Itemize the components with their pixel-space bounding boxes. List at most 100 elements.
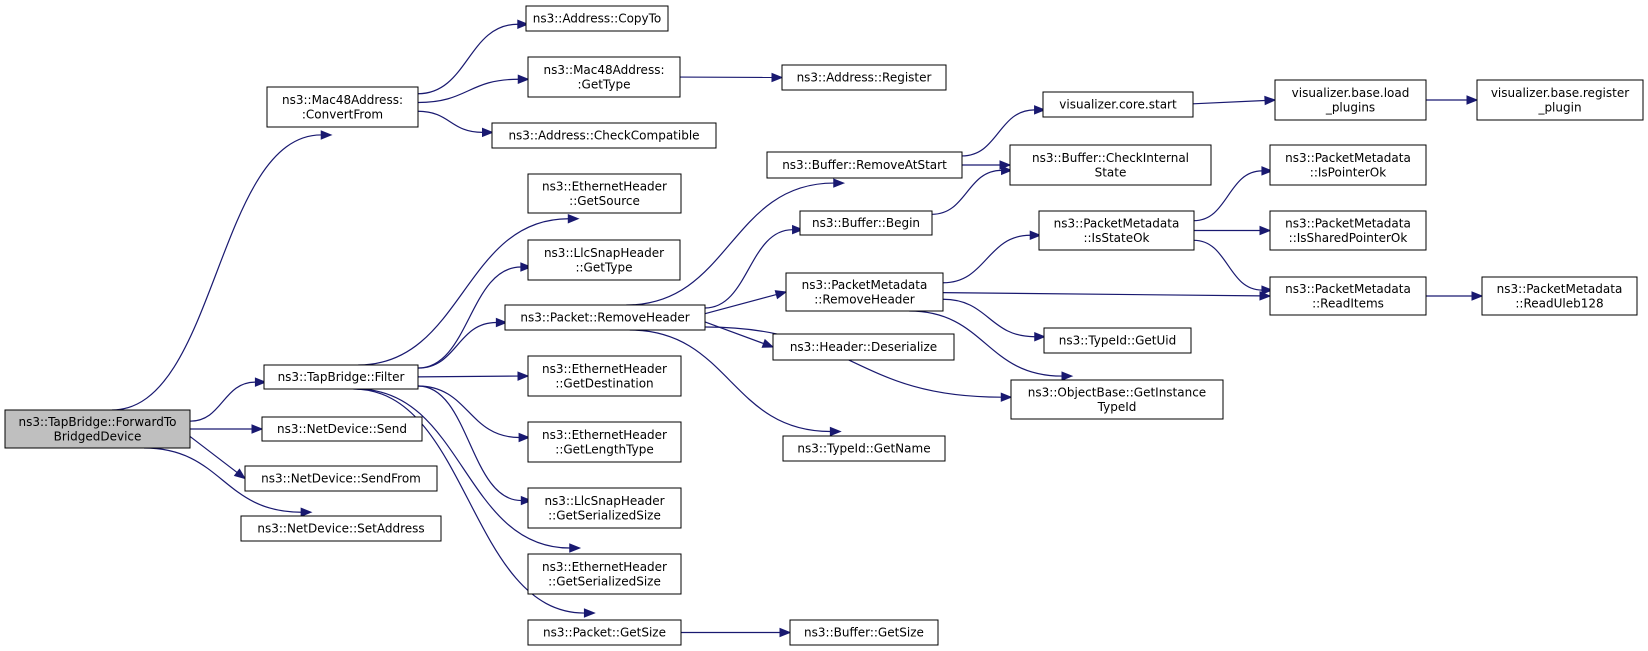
node-ethgetser[interactable]: ns3::EthernetHeader::GetSerializedSize (527, 553, 682, 595)
node-ethgetlentype[interactable]: ns3::EthernetHeader::GetLengthType (527, 421, 682, 463)
node-box[interactable] (527, 619, 682, 646)
node-pktremoveheader[interactable]: ns3::Packet::RemoveHeader (504, 304, 706, 331)
node-pmremoveheader[interactable]: ns3::PacketMetadata::RemoveHeader (785, 272, 944, 312)
node-box[interactable] (1042, 91, 1194, 118)
node-box[interactable] (789, 619, 939, 646)
node-label: ::ReadUleb128 (1515, 296, 1603, 310)
edge-pktremoveheader-to-objgetinstance (704, 326, 1002, 398)
node-pmispointerok[interactable]: ns3::PacketMetadata::IsPointerOk (1269, 144, 1427, 186)
node-label: ::IsSharedPointerOk (1289, 231, 1408, 245)
edge-pktremoveheader-to-bufbegin (704, 229, 793, 309)
edge-pktremoveheader-to-bufremoveatstart (626, 182, 834, 306)
node-box[interactable] (1269, 276, 1427, 316)
node-bufbegin[interactable]: ns3::Buffer::Begin (799, 210, 933, 236)
node-box[interactable] (1043, 327, 1192, 354)
node-bufremoveatstart[interactable]: ns3::Buffer::RemoveAtStart (766, 151, 963, 179)
arrowhead-icon (251, 424, 264, 434)
edge-mac48convert-to-mac48gettype (417, 78, 519, 104)
edge-pmremoveheader-to-pmisstateok (942, 234, 1031, 284)
node-addrcopyto[interactable]: ns3::Address::CopyTo (525, 5, 669, 32)
node-addrcheck[interactable]: ns3::Address::CheckCompatible (491, 122, 717, 149)
node-visbaseload[interactable]: visualizer.base.load_plugins (1274, 79, 1427, 121)
node-pktgetsize[interactable]: ns3::Packet::GetSize (527, 619, 682, 646)
edge-filter-to-ethgetser (357, 388, 570, 549)
node-ethgetdest[interactable]: ns3::EthernetHeader::GetDestination (527, 355, 682, 397)
node-box[interactable] (504, 304, 706, 331)
node-box[interactable] (1476, 79, 1644, 121)
node-box[interactable] (527, 421, 682, 463)
node-typeidgetuid[interactable]: ns3::TypeId::GetUid (1043, 327, 1192, 354)
node-label: ns3::Packet::RemoveHeader (520, 311, 689, 325)
node-label: ns3::Buffer::Begin (812, 216, 920, 230)
node-box[interactable] (1481, 276, 1638, 316)
node-box[interactable] (1009, 144, 1212, 186)
node-pmreaditems[interactable]: ns3::PacketMetadata::ReadItems (1269, 276, 1427, 316)
node-box[interactable] (4, 409, 191, 449)
node-send[interactable]: ns3::NetDevice::Send (261, 416, 423, 442)
node-label: ns3::NetDevice::SetAddress (257, 522, 424, 536)
node-setaddress[interactable]: ns3::NetDevice::SetAddress (240, 515, 442, 542)
node-bufgetsize[interactable]: ns3::Buffer::GetSize (789, 619, 939, 646)
edge-bufremoveatstart-to-viscorestart (961, 109, 1035, 157)
node-label: ::IsPointerOk (1310, 165, 1386, 179)
node-typeidgetname[interactable]: ns3::TypeId::GetName (782, 435, 946, 462)
node-label: ns3::Header::Deserialize (790, 340, 937, 354)
node-box[interactable] (1010, 379, 1224, 420)
node-label: ns3::NetDevice::Send (277, 422, 407, 436)
node-box[interactable] (1274, 79, 1427, 121)
node-pmisstateok[interactable]: ns3::PacketMetadata::IsStateOk (1038, 210, 1195, 251)
node-llcgetser[interactable]: ns3::LlcSnapHeader::GetSerializedSize (527, 487, 682, 529)
node-box[interactable] (527, 173, 682, 214)
node-box[interactable] (491, 122, 717, 149)
node-visbaseregister[interactable]: visualizer.base.register_plugin (1476, 79, 1644, 121)
arrowhead-icon (771, 72, 784, 83)
node-filter[interactable]: ns3::TapBridge::Filter (263, 364, 419, 390)
node-label: ns3::EthernetHeader (542, 362, 667, 376)
node-mac48gettype[interactable]: ns3::Mac48Address::GetType (527, 56, 681, 98)
node-hdrdeserialize[interactable]: ns3::Header::Deserialize (772, 333, 955, 361)
node-box[interactable] (261, 416, 423, 442)
node-box[interactable] (244, 465, 438, 492)
node-label: State (1095, 165, 1127, 179)
node-box[interactable] (1038, 210, 1195, 251)
node-label: ns3::PacketMetadata (802, 278, 928, 292)
node-box[interactable] (240, 515, 442, 542)
node-box[interactable] (1269, 210, 1427, 251)
node-label: ns3::Buffer::CheckInternal (1032, 151, 1189, 165)
node-box[interactable] (782, 435, 946, 462)
node-box[interactable] (527, 553, 682, 595)
edges-layer (111, 19, 1484, 638)
node-llcgettype[interactable]: ns3::LlcSnapHeader::GetType (527, 239, 681, 281)
node-box[interactable] (799, 210, 933, 236)
node-box[interactable] (772, 333, 955, 361)
node-box[interactable] (1269, 144, 1427, 186)
node-box[interactable] (525, 5, 669, 32)
arrowhead-icon (1000, 392, 1013, 402)
node-box[interactable] (266, 86, 419, 128)
node-box[interactable] (263, 364, 419, 390)
node-box[interactable] (766, 151, 963, 179)
node-label: ::GetSource (569, 194, 640, 208)
node-box[interactable] (527, 56, 681, 98)
node-label: ::ReadItems (1312, 296, 1384, 310)
node-label: ns3::Buffer::RemoveAtStart (782, 158, 947, 172)
node-box[interactable] (785, 272, 944, 312)
node-box[interactable] (527, 487, 682, 529)
node-viscorestart[interactable]: visualizer.core.start (1042, 91, 1194, 118)
node-ethgetsource[interactable]: ns3::EthernetHeader::GetSource (527, 173, 682, 214)
edge-pktremoveheader-to-pmremoveheader (704, 294, 777, 315)
node-addrregister[interactable]: ns3::Address::Register (781, 64, 947, 91)
node-label: :GetType (578, 77, 631, 91)
node-box[interactable] (527, 355, 682, 397)
node-pmissharedok[interactable]: ns3::PacketMetadata::IsSharedPointerOk (1269, 210, 1427, 251)
node-label: ns3::PacketMetadata (1497, 282, 1623, 296)
node-label: visualizer.base.load (1292, 86, 1410, 100)
node-pmreaduleb[interactable]: ns3::PacketMetadata::ReadUleb128 (1481, 276, 1638, 316)
node-box[interactable] (781, 64, 947, 91)
node-sendfrom[interactable]: ns3::NetDevice::SendFrom (244, 465, 438, 492)
node-mac48convert[interactable]: ns3::Mac48Address::ConvertFrom (266, 86, 419, 128)
node-box[interactable] (527, 239, 681, 281)
